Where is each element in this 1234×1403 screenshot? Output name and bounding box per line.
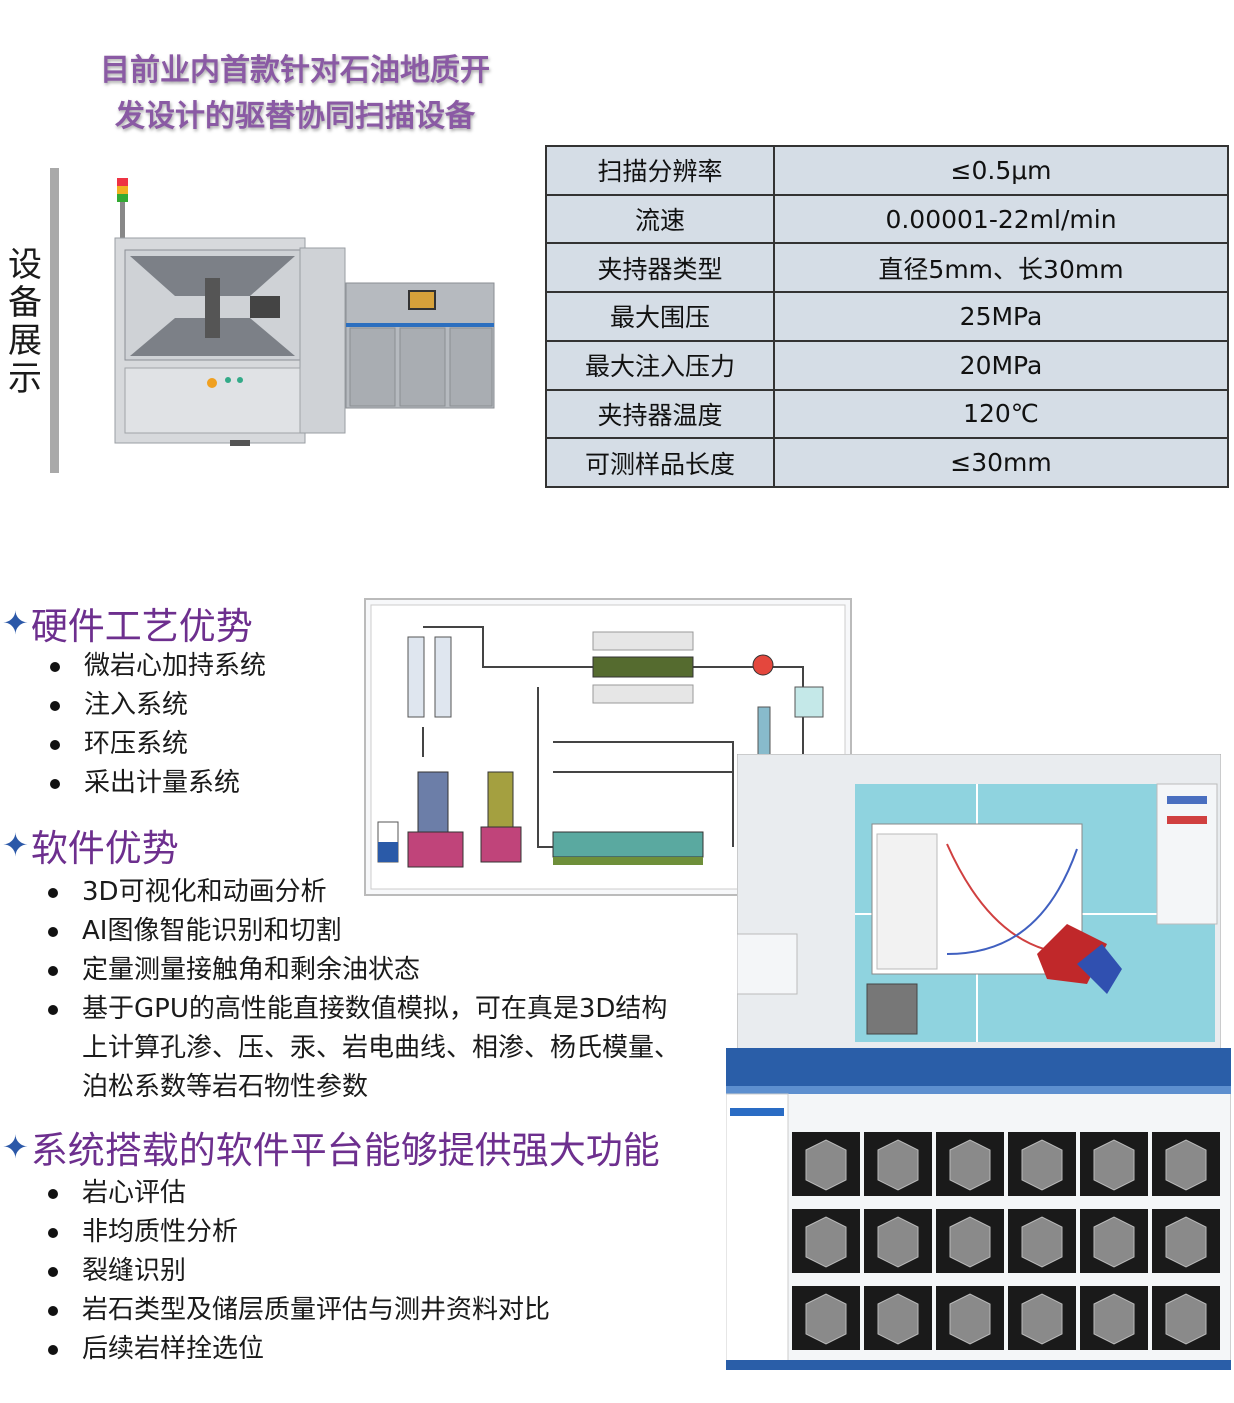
spec-label: 夹持器温度 [545, 388, 775, 440]
hardware-section-title: ✦ 硬件工艺优势 [2, 596, 253, 650]
spec-row: 夹持器类型直径5mm、长30mm [545, 242, 1229, 294]
software-list-item: 基于GPU的高性能直接数值模拟，可在真是3D结构上计算孔渗、压、汞、岩电曲线、相… [48, 990, 688, 1107]
hardware-list-item: 微岩心加持系统 [50, 647, 350, 686]
spec-row: 扫描分辨率≤0.5μm [545, 145, 1229, 196]
software-list-item: AI图像智能识别和切割 [48, 912, 688, 951]
platform-list-item: 后续岩样拴选位 [48, 1330, 668, 1369]
platform-list-item: 非均质性分析 [48, 1213, 668, 1252]
headline-line-2: 发设计的驱替协同扫描设备 [115, 99, 475, 134]
hardware-list-item: 环压系统 [50, 725, 350, 764]
side-label: 设备展示 [8, 245, 42, 399]
hardware-list: 微岩心加持系统注入系统环压系统采出计量系统 [50, 647, 350, 803]
spec-label: 流速 [545, 193, 775, 245]
software-title-text: 软件优势 [30, 827, 179, 870]
spec-label: 夹持器类型 [545, 242, 775, 294]
platform-section-title: ✦ 系统搭载的软件平台能够提供强大功能 [2, 1120, 660, 1174]
four-point-star-icon: ✦ [2, 604, 29, 642]
spec-value: 0.00001-22ml/min [773, 193, 1229, 245]
software-section-title: ✦ 软件优势 [2, 818, 179, 872]
platform-list: 岩心评估非均质性分析裂缝识别岩石类型及储层质量评估与测井资料对比后续岩样拴选位 [48, 1174, 668, 1369]
side-divider [50, 168, 59, 473]
spec-row: 可测样品长度≤30mm [545, 437, 1229, 488]
headline: 目前业内首款针对石油地质开 发设计的驱替协同扫描设备 [60, 48, 530, 140]
software-platform-image [726, 1048, 1231, 1370]
platform-list-item: 裂缝识别 [48, 1252, 668, 1291]
software-list-item: 定量测量接触角和剩余油状态 [48, 951, 688, 990]
hardware-list-item: 采出计量系统 [50, 764, 350, 803]
spec-value: 120℃ [773, 388, 1229, 440]
spec-label: 最大注入压力 [545, 339, 775, 391]
spec-label: 可测样品长度 [545, 437, 775, 488]
platform-list-item: 岩心评估 [48, 1174, 668, 1213]
spec-value: ≤0.5μm [773, 145, 1229, 196]
hardware-list-item: 注入系统 [50, 686, 350, 725]
platform-title-text: 系统搭载的软件平台能够提供强大功能 [30, 1129, 660, 1172]
spec-value: 20MPa [773, 339, 1229, 391]
3d-visualization-image [737, 754, 1221, 1050]
equipment-photo [114, 178, 495, 446]
spec-value: 25MPa [773, 291, 1229, 342]
spec-value: 直径5mm、长30mm [773, 242, 1229, 294]
headline-line-1: 目前业内首款针对石油地质开 [100, 53, 490, 88]
spec-value: ≤30mm [773, 437, 1229, 488]
hardware-title-text: 硬件工艺优势 [30, 605, 253, 648]
platform-list-item: 岩石类型及储层质量评估与测井资料对比 [48, 1291, 668, 1330]
four-point-star-icon: ✦ [2, 1128, 29, 1166]
spec-label: 最大围压 [545, 291, 775, 342]
spec-label: 扫描分辨率 [545, 145, 775, 196]
four-point-star-icon: ✦ [2, 826, 29, 864]
software-list-item: 3D可视化和动画分析 [48, 873, 688, 912]
